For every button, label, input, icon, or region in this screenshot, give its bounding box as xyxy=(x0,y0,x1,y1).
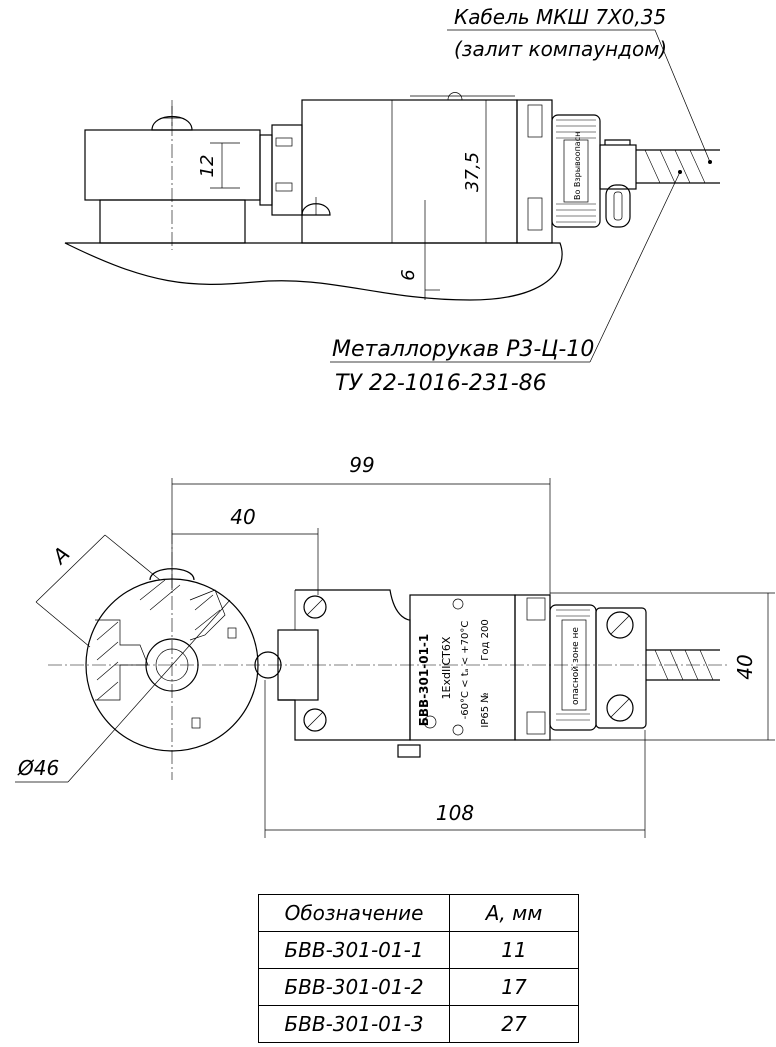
dim-12: 12 xyxy=(197,155,218,178)
nameplate-model: БВВ-301-01-1 xyxy=(417,634,431,726)
cable-callout-line2: (залит компаундом) xyxy=(454,37,667,61)
table-header-row: Обозначение А, мм xyxy=(258,894,579,932)
nameplate-marking: 1ExdIICT6X xyxy=(440,636,453,699)
cell-a-value: 11 xyxy=(449,931,579,969)
connector-label: Во Взрывоопасн xyxy=(573,132,582,200)
cell-designation: БВВ-301-01-1 xyxy=(258,931,450,969)
nameplate-temp: -60°C < tₐ < +70°C xyxy=(460,621,471,720)
dim-40-right: 40 xyxy=(733,654,757,679)
cell-designation: БВВ-301-01-3 xyxy=(258,1005,450,1043)
dim-40-top: 40 xyxy=(230,505,255,529)
top-view: 99 40 A Ø46 xyxy=(15,453,775,838)
cell-a-value: 27 xyxy=(449,1005,579,1043)
table-row: БВВ-301-01-2 17 xyxy=(258,968,579,1006)
cable-callout-line1: Кабель МКШ 7Х0,35 xyxy=(454,5,666,29)
dim-A: A xyxy=(46,542,74,570)
variants-table: Обозначение А, мм БВВ-301-01-1 11 БВВ-30… xyxy=(258,894,579,1043)
header-designation: Обозначение xyxy=(258,894,450,932)
side-view: 12 37,5 6 Во Взрывоопасн xyxy=(64,5,720,396)
cell-a-value: 17 xyxy=(449,968,579,1006)
nameplate-year: Год 200 xyxy=(480,619,491,660)
nameplate-ip: IP65 № xyxy=(480,692,491,727)
connector-label-top: опасной зоне не xyxy=(571,627,581,705)
header-a-mm: А, мм xyxy=(449,894,579,932)
dim-diameter-46: Ø46 xyxy=(17,756,59,780)
dim-108: 108 xyxy=(436,801,474,825)
hose-callout-line2: ТУ 22-1016-231-86 xyxy=(335,371,547,396)
cell-designation: БВВ-301-01-2 xyxy=(258,968,450,1006)
dim-37-5: 37,5 xyxy=(462,152,483,192)
dim-6: 6 xyxy=(398,269,419,280)
table-row: БВВ-301-01-1 11 xyxy=(258,931,579,969)
dim-99: 99 xyxy=(349,453,374,477)
hose-callout-line1: Металлорукав Р3-Ц-10 xyxy=(332,337,594,362)
table-row: БВВ-301-01-3 27 xyxy=(258,1005,579,1043)
